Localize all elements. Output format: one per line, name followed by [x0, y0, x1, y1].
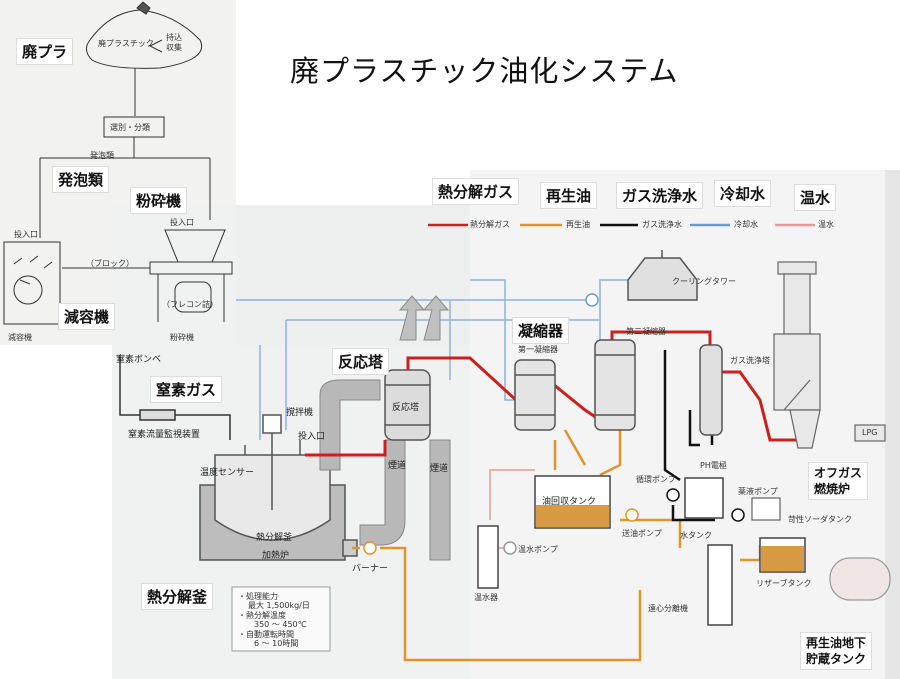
text-lpg: LPG — [862, 428, 878, 437]
legend-tag-pyrolysis-gas: 熱分解ガス — [432, 178, 520, 205]
legend-tag-scrub-water: ガス洗浄水 — [616, 182, 704, 209]
legend-tag-cooling-water: 冷却水 — [714, 180, 772, 207]
text-flue-1: 煙道 — [388, 461, 407, 471]
label-offgas-line1: オフガス — [814, 466, 863, 480]
caustic-tank — [751, 497, 781, 521]
text-centrifuge: 遠心分離機 — [648, 604, 688, 613]
sketch-bag-text: 廃プラスチック — [98, 39, 154, 48]
text-reserve-tank: リザーブタンク — [756, 579, 812, 588]
label-condenser: 凝縮器 — [512, 317, 570, 344]
text-chemical-pump: 薬液ポンプ — [738, 487, 778, 496]
text-agitator: 撹拌機 — [286, 408, 314, 418]
legend-tag-recycled-oil: 再生油 — [540, 182, 598, 209]
label-waste-plastic: 廃プラ — [16, 38, 74, 65]
text-water-heater: 温水器 — [474, 593, 498, 602]
legend-line-label-1: 熱分解ガス — [470, 220, 510, 229]
sketch-flakes: （フレコン詰） — [162, 300, 218, 309]
page-title: 廃プラスチック油化システム — [290, 54, 679, 88]
legend-line-label-3: ガス洗浄水 — [642, 220, 682, 229]
cooling-pump-symbol — [585, 293, 599, 307]
label-pyrolysis-kettle: 熱分解釜 — [141, 583, 214, 610]
label-reaction-tower: 反応塔 — [332, 348, 390, 375]
reserve-tank — [759, 537, 806, 573]
spec-box-border — [231, 586, 331, 652]
oil-recovery-tank — [534, 475, 611, 529]
text-kettle: 熱分解釜 — [256, 533, 293, 543]
label-storage-line1: 再生油地下 — [806, 636, 867, 650]
label-nitrogen-gas: 窒素ガス — [150, 376, 223, 403]
text-temp-sensor: 温度センサー — [200, 468, 255, 478]
text-second-condenser: 第二凝縮器 — [626, 327, 666, 336]
spec-line-3: ・熱分解温度 — [238, 611, 286, 620]
cooling-tower-unit — [627, 250, 698, 301]
warm-water-heater — [477, 525, 499, 589]
label-offgas-furnace: オフガス 燃焼炉 — [808, 462, 869, 500]
text-flue-2: 煙道 — [430, 464, 449, 474]
text-first-condenser: 第一凝縮器 — [518, 345, 558, 354]
legend-line-label-2: 再生油 — [566, 220, 590, 229]
label-offgas-line2: 燃焼炉 — [814, 482, 851, 496]
spec-line-2: 最大 1,500kg/日 — [248, 601, 310, 610]
text-ph-electrode: PH電極 — [700, 461, 727, 470]
lpg-tank-outline — [829, 557, 891, 601]
text-nitrogen-cylinder: 窒素ボンベ — [116, 355, 162, 365]
flue-ducts — [319, 295, 451, 561]
spec-line-4: 350 ～ 450℃ — [254, 620, 307, 629]
text-reaction-tower: 反応塔 — [392, 403, 420, 413]
text-cooling-tower: クーリングタワー — [672, 277, 736, 286]
pyrolysis-kettle — [199, 414, 358, 561]
text-caustic-tank: 苛性ソーダタンク — [788, 515, 852, 524]
legend-line-label-5: 温水 — [818, 220, 834, 229]
sketch-inlet-right: 投入口 — [170, 218, 194, 227]
text-oil-recovery-tank: 油回収タンク — [542, 497, 597, 507]
text-circulation-pump: 循環ポンプ — [636, 475, 676, 484]
first-condenser-vessel — [514, 359, 556, 431]
reaction-tower-vessel — [384, 369, 431, 441]
text-flow-monitor: 窒素流量監視装置 — [128, 430, 201, 440]
text-transfer-pump: 送油ポンプ — [622, 529, 662, 538]
circulation-pump-symbol — [666, 488, 680, 502]
sketch-sort-label: 選別・分類 — [110, 123, 150, 132]
nitrogen-feed — [119, 355, 231, 440]
centrifuge — [707, 544, 733, 626]
warm-water-pump-symbol — [503, 541, 517, 555]
legend-tag-warm-water: 温水 — [794, 184, 837, 211]
label-storage-tank: 再生油地下 貯蔵タンク — [800, 632, 873, 670]
label-volume-reducer: 減容機 — [58, 303, 116, 330]
text-water-tank: 水タンク — [680, 531, 712, 540]
legend-line-label-4: 冷却水 — [734, 220, 758, 229]
sketch-crusher-caption: 粉砕機 — [170, 333, 194, 342]
text-furnace: 加熱炉 — [262, 551, 290, 561]
sketch-crusher — [149, 229, 233, 322]
spec-line-5: ・自動運転時間 — [238, 630, 294, 639]
text-feed-inlet: 投入口 — [298, 432, 326, 442]
spec-line-1: ・処理能力 — [238, 592, 278, 601]
gas-scrubber-vessel — [699, 344, 723, 436]
burner-pump-symbol — [363, 541, 377, 555]
sketch-bag-side-1: 持込 — [166, 33, 182, 42]
offgas-furnace-stack — [773, 261, 886, 449]
text-burner: バーナー — [352, 564, 389, 574]
sketch-inlet-left: 投入口 — [14, 230, 38, 239]
label-foam: 発泡類 — [52, 166, 110, 193]
sketch-waste-bag — [86, 1, 202, 69]
text-warm-water-pump: 温水ポンプ — [518, 545, 558, 554]
sketch-block: （ブロック） — [86, 259, 134, 268]
text-gas-scrubber: ガス洗浄塔 — [730, 356, 770, 365]
label-crusher: 粉砕機 — [130, 187, 188, 214]
sketch-volume-reducer — [3, 241, 61, 325]
sketch-foam-small: 発泡類 — [90, 151, 114, 160]
sketch-bag-side-2: 収集 — [166, 43, 182, 52]
transfer-pump-symbol — [625, 508, 639, 522]
sketch-reducer-caption: 減容機 — [8, 333, 32, 342]
water-tank — [684, 477, 724, 519]
second-condenser-vessel — [594, 339, 636, 431]
chemical-pump-symbol — [731, 508, 745, 522]
blue-cooling-lines — [236, 279, 640, 440]
label-storage-line2: 貯蔵タンク — [806, 652, 867, 666]
spec-line-6: 6 ～ 10時間 — [254, 639, 299, 648]
